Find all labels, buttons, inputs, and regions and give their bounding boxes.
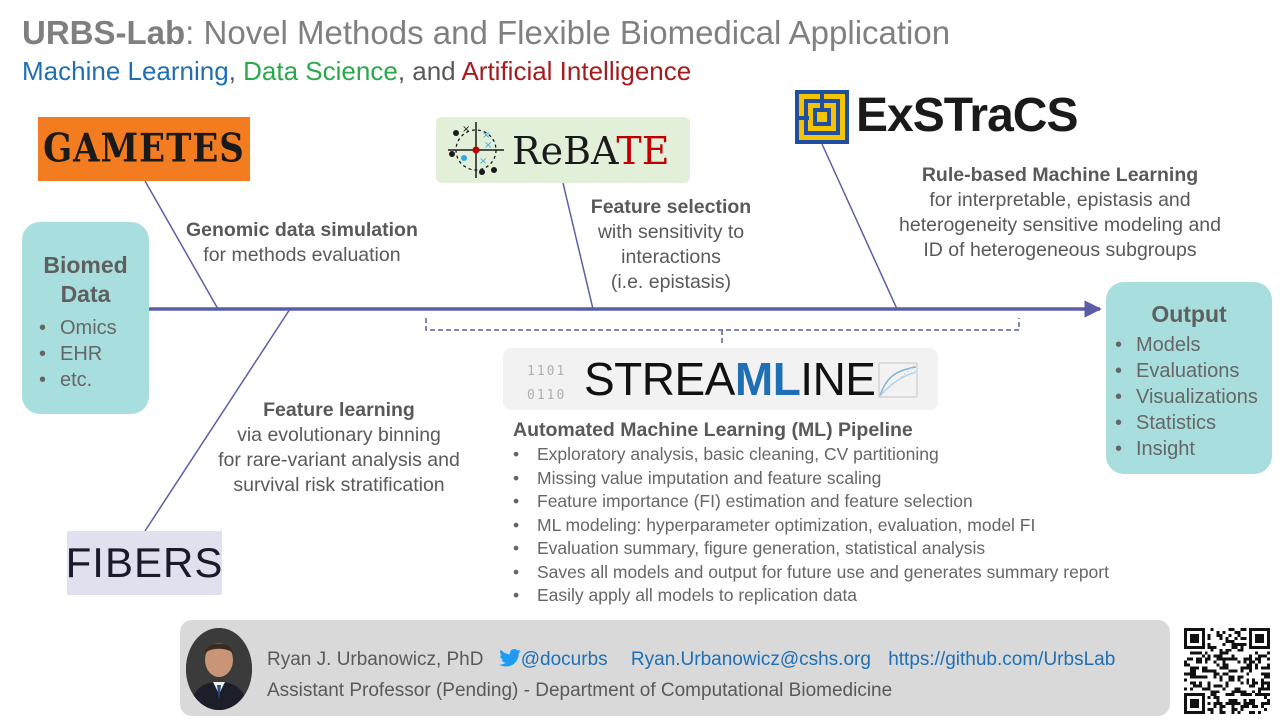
author-name: Ryan J. Urbanowicz, PhD (267, 649, 484, 670)
rebate-accent: TE (616, 129, 670, 173)
subtitle-ml: Machine Learning (22, 56, 229, 86)
svg-text:×: × (484, 140, 492, 151)
list-item: Visualizations (1110, 384, 1272, 410)
twitter-bird-icon (498, 649, 521, 667)
contact-footer: Ryan J. Urbanowicz, PhD @docurbs Ryan.Ur… (180, 620, 1170, 716)
streamline-logo: 1101 0110 STREAMLINE (503, 348, 938, 410)
streamline-part-1: STREA (584, 353, 735, 405)
list-item: EHR (34, 341, 149, 367)
qr-code-icon[interactable] (1184, 628, 1270, 714)
binary-digits: 1101 0110 (527, 360, 566, 408)
fibers-logo: FIBERS (65, 531, 224, 595)
rebate-callout-title: Feature selection (590, 196, 752, 218)
page-title: URBS-Lab: Novel Methods and Flexible Bio… (22, 14, 950, 52)
list-item: Evaluations (1110, 358, 1272, 384)
fibers-callout: Feature learning via evolutionary binnin… (204, 398, 474, 498)
twitter-handle-link[interactable]: @docurbs (520, 649, 608, 670)
streamline-part-ml: ML (734, 353, 801, 405)
author-position: Assistant Professor (Pending) - Departme… (267, 680, 893, 701)
exstracs-logo-text: ExSTraCS (856, 89, 1078, 142)
list-item: Insight (1110, 436, 1272, 462)
exstracs-callout-title: Rule-based Machine Learning (921, 164, 1199, 186)
fibers-callout-title: Feature learning (263, 399, 415, 421)
list-item: Easily apply all models to replication d… (513, 584, 1109, 608)
biomed-data-title: Biomed Data (22, 251, 149, 309)
list-item: ML modeling: hyperparameter optimization… (513, 514, 1109, 538)
biomed-data-list: Omics EHR etc. (34, 315, 149, 393)
output-box: Output Models Evaluations Visualizations… (1106, 282, 1272, 474)
subtitle-sep-2: , and (397, 56, 462, 86)
exstracs-callout-line-3: ID of heterogeneous subgroups (923, 239, 1197, 261)
svg-text:×: × (479, 156, 487, 167)
fibers-callout-line-2: for rare-variant analysis and (218, 449, 460, 471)
list-item: Evaluation summary, figure generation, s… (513, 537, 1109, 561)
rebate-callout-line-2: interactions (621, 246, 721, 268)
streamline-part-2: INE (800, 353, 876, 405)
exstracs-callout: Rule-based Machine Learning for interpre… (884, 163, 1236, 263)
list-item: Saves all models and output for future u… (513, 561, 1109, 585)
gametes-callout-title: Genomic data simulation (186, 219, 418, 241)
output-title: Output (1151, 301, 1227, 327)
rebate-callout-line-3: (i.e. epistasis) (610, 271, 732, 293)
streamline-bracket (425, 318, 1020, 345)
rebate-logo-text: ReBATE (512, 129, 669, 173)
subtitle-ds: Data Science (243, 56, 398, 86)
title-brand: URBS-Lab (22, 14, 186, 51)
exstracs-callout-line-1: for interpretable, epistasis and (929, 189, 1191, 211)
contact-line: Ryan J. Urbanowicz, PhD @docurbs Ryan.Ur… (267, 649, 1115, 671)
gametes-callout-text: for methods evaluation (203, 244, 401, 266)
list-item: Statistics (1110, 410, 1272, 436)
list-item: Exploratory analysis, basic cleaning, CV… (513, 443, 1109, 467)
scatter-crosshair-icon: × × × × (448, 122, 504, 178)
fibers-logo-text: FIBERS (65, 539, 224, 586)
binary-line-1: 1101 (527, 364, 567, 379)
title-rest: : Novel Methods and Flexible Biomedical … (185, 14, 951, 51)
github-link[interactable]: https://github.com/UrbsLab (888, 649, 1116, 670)
pipeline-list: Exploratory analysis, basic cleaning, CV… (513, 443, 1109, 608)
exstracs-maze-icon (795, 90, 849, 144)
rebate-logo: × × × × ReBATE (436, 117, 690, 183)
gametes-callout: Genomic data simulation for methods eval… (186, 218, 418, 268)
exstracs-callout-line-2: heterogeneity sensitive modeling and (899, 214, 1221, 236)
list-item: Missing value imputation and feature sca… (513, 467, 1109, 491)
rebate-callout-line-1: with sensitivity to (597, 221, 745, 243)
fibers-callout-line-1: via evolutionary binning (237, 424, 441, 446)
gametes-logo-text: GAMETES (43, 126, 245, 172)
list-item: Feature importance (FI) estimation and f… (513, 490, 1109, 514)
list-item: Models (1110, 332, 1272, 358)
biomed-title-line-2: Data (60, 281, 111, 307)
svg-text:×: × (462, 124, 470, 135)
subtitle-ai: Artificial Intelligence (461, 56, 692, 86)
fibers-connector (144, 308, 291, 532)
pipeline-title: Automated Machine Learning (ML) Pipeline (513, 419, 913, 441)
output-list: Models Evaluations Visualizations Statis… (1110, 332, 1272, 462)
email-link[interactable]: Ryan.Urbanowicz@cshs.org (630, 649, 871, 670)
exstracs-connector (821, 143, 898, 310)
list-item: Omics (34, 315, 149, 341)
rebate-main: ReBA (512, 129, 617, 173)
avatar (186, 628, 252, 710)
biomed-title-line-1: Biomed (43, 252, 128, 278)
person-photo-icon (186, 628, 252, 710)
fibers-callout-line-3: survival risk stratification (233, 474, 445, 496)
svg-text:×: × (482, 130, 490, 141)
list-item: etc. (34, 367, 149, 393)
gametes-logo: GAMETES (38, 117, 250, 181)
roc-curve-icon (878, 362, 918, 398)
rebate-connector (562, 182, 594, 310)
streamline-logo-text: STREAMLINE (584, 352, 876, 406)
subtitle-sep-1: , (228, 56, 244, 86)
gametes-connector (144, 180, 219, 310)
rebate-callout: Feature selection with sensitivity to in… (582, 195, 760, 295)
page-subtitle: Machine Learning, Data Science, and Arti… (22, 56, 691, 87)
binary-line-2: 0110 (527, 388, 567, 403)
biomed-data-box: Biomed Data Omics EHR etc. (22, 222, 149, 414)
